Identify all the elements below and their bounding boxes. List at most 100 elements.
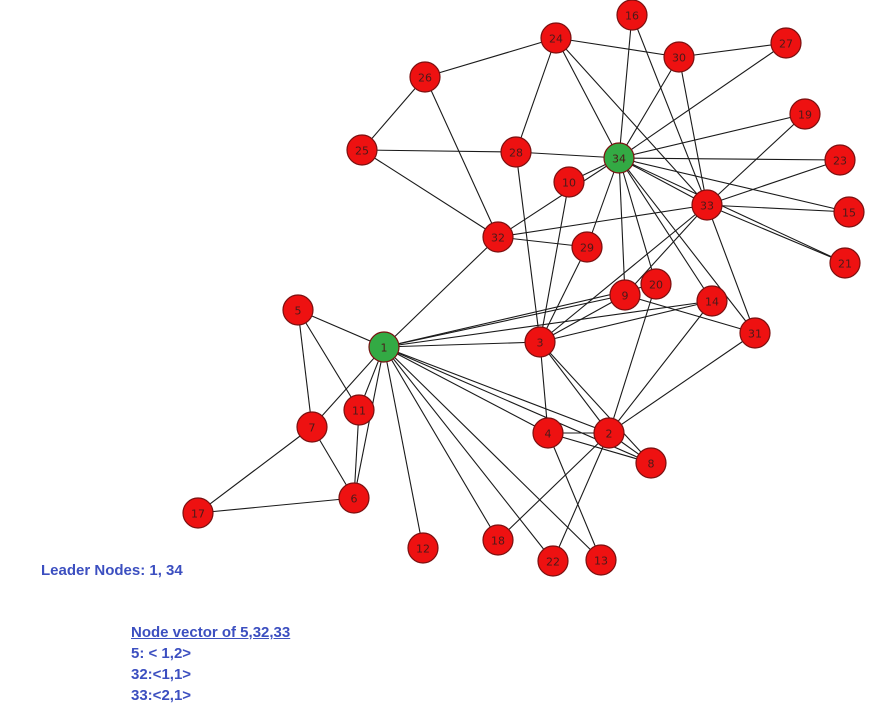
- node-label-2: 2: [606, 428, 613, 441]
- node-label-9: 9: [622, 290, 629, 303]
- edge-25-32: [361, 149, 499, 238]
- node-label-3: 3: [537, 337, 544, 350]
- node-circle-12: [407, 532, 439, 564]
- edge-1-18: [383, 346, 499, 541]
- edge-29-34: [586, 157, 620, 248]
- node-circle-10: [553, 166, 585, 198]
- node-label-14: 14: [705, 296, 719, 309]
- node-circle-2: [593, 417, 625, 449]
- node-circle-24: [540, 22, 572, 54]
- node-28: 28: [500, 136, 532, 168]
- node-4: 4: [532, 417, 564, 449]
- node-circle-33: [691, 189, 723, 221]
- node-circle-31: [739, 317, 771, 349]
- edge-27-34: [618, 42, 787, 159]
- node-label-21: 21: [838, 258, 852, 271]
- node-23: 23: [824, 144, 856, 176]
- node-32: 32: [482, 221, 514, 253]
- node-vector-line-32: 32:<1,1>: [131, 666, 192, 683]
- node-label-13: 13: [594, 555, 608, 568]
- edge-15-34: [618, 157, 850, 213]
- nodes-layer: 1234567891011121314151617181920212223242…: [182, 0, 865, 577]
- node-31: 31: [739, 317, 771, 349]
- node-label-32: 32: [491, 232, 505, 245]
- node-circle-13: [585, 544, 617, 576]
- node-label-31: 31: [748, 328, 762, 341]
- edge-1-12: [383, 346, 424, 549]
- node-vector-line-33: 33:<2,1>: [131, 687, 192, 704]
- node-circle-28: [500, 136, 532, 168]
- edge-6-17: [197, 497, 355, 514]
- node-6: 6: [338, 482, 370, 514]
- node-circle-1: [368, 331, 400, 363]
- node-13: 13: [585, 544, 617, 576]
- edge-1-3: [383, 341, 541, 348]
- node-3: 3: [524, 326, 556, 358]
- node-label-33: 33: [700, 200, 714, 213]
- node-label-29: 29: [580, 242, 594, 255]
- node-circle-7: [296, 411, 328, 443]
- node-circle-11: [343, 394, 375, 426]
- edge-5-11: [297, 309, 360, 411]
- node-label-23: 23: [833, 155, 847, 168]
- edges-layer: [197, 14, 850, 562]
- node-label-27: 27: [779, 38, 793, 51]
- node-label-22: 22: [546, 556, 560, 569]
- edge-1-22: [383, 346, 554, 562]
- edge-24-26: [424, 37, 557, 78]
- node-circle-19: [789, 98, 821, 130]
- edge-3-29: [539, 246, 588, 343]
- edge-4-8: [547, 432, 652, 464]
- edge-25-28: [361, 149, 517, 153]
- edge-24-28: [515, 37, 557, 153]
- node-circle-3: [524, 326, 556, 358]
- edge-1-4: [383, 346, 549, 434]
- node-16: 16: [616, 0, 648, 31]
- edge-2-14: [608, 300, 713, 434]
- node-label-26: 26: [418, 72, 432, 85]
- node-circle-17: [182, 497, 214, 529]
- edge-3-8: [539, 341, 652, 464]
- node-vector-line-5: 5: < 1,2>: [131, 645, 192, 662]
- node-label-34: 34: [612, 153, 626, 166]
- node-9: 9: [609, 279, 641, 311]
- node-circle-30: [663, 41, 695, 73]
- edge-4-13: [547, 432, 602, 561]
- node-26: 26: [409, 61, 441, 93]
- edge-27-30: [678, 42, 787, 58]
- edge-33-34: [618, 157, 708, 206]
- node-circle-16: [616, 0, 648, 31]
- node-label-7: 7: [309, 422, 316, 435]
- edge-3-10: [539, 181, 570, 343]
- edge-24-30: [555, 37, 680, 58]
- node-circle-6: [338, 482, 370, 514]
- node-circle-22: [537, 545, 569, 577]
- node-label-25: 25: [355, 145, 369, 158]
- node-label-16: 16: [625, 10, 639, 23]
- node-label-11: 11: [352, 405, 366, 418]
- edge-31-34: [618, 157, 756, 334]
- edge-23-33: [706, 159, 841, 206]
- edge-19-34: [618, 113, 806, 159]
- node-27: 27: [770, 27, 802, 59]
- edge-28-34: [515, 151, 620, 159]
- edge-21-33: [706, 204, 846, 264]
- node-5: 5: [282, 294, 314, 326]
- node-30: 30: [663, 41, 695, 73]
- node-label-8: 8: [648, 458, 655, 471]
- node-circle-27: [770, 27, 802, 59]
- edge-2-20: [608, 283, 657, 434]
- node-24: 24: [540, 22, 572, 54]
- node-10: 10: [553, 166, 585, 198]
- node-15: 15: [833, 196, 865, 228]
- node-11: 11: [343, 394, 375, 426]
- edge-9-33: [624, 204, 708, 296]
- node-8: 8: [635, 447, 667, 479]
- node-circle-5: [282, 294, 314, 326]
- edge-1-9: [383, 294, 626, 348]
- edge-24-34: [555, 37, 620, 159]
- edge-9-34: [618, 157, 626, 296]
- leader-node-1: 1: [368, 331, 400, 363]
- node-label-6: 6: [351, 493, 358, 506]
- edge-2-3: [539, 341, 610, 434]
